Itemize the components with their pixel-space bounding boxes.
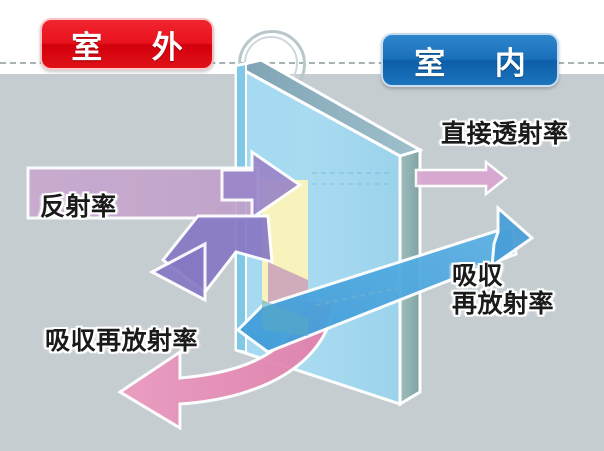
badge-outdoor: 室 外 bbox=[40, 18, 214, 70]
label-direct-transmittance: 直接透射率 bbox=[441, 119, 569, 148]
label-absorb-reradiate-outdoor: 吸収再放射率 bbox=[45, 326, 199, 355]
badge-indoor: 室 内 bbox=[381, 33, 559, 87]
label-absorb-reradiate-indoor: 吸収 再放射率 bbox=[452, 261, 555, 318]
label-reflectance: 反射率 bbox=[40, 192, 117, 221]
glass-guide-dash-bottom bbox=[315, 287, 399, 306]
incident-solar-arrowhead bbox=[220, 149, 303, 221]
blue-glass-overlap bbox=[262, 300, 308, 336]
reflected-solar-arrowhead bbox=[148, 241, 207, 303]
direct-transmittance-arrow bbox=[414, 159, 509, 197]
absorb-reradiate-indoor-arrowhead bbox=[490, 204, 535, 270]
